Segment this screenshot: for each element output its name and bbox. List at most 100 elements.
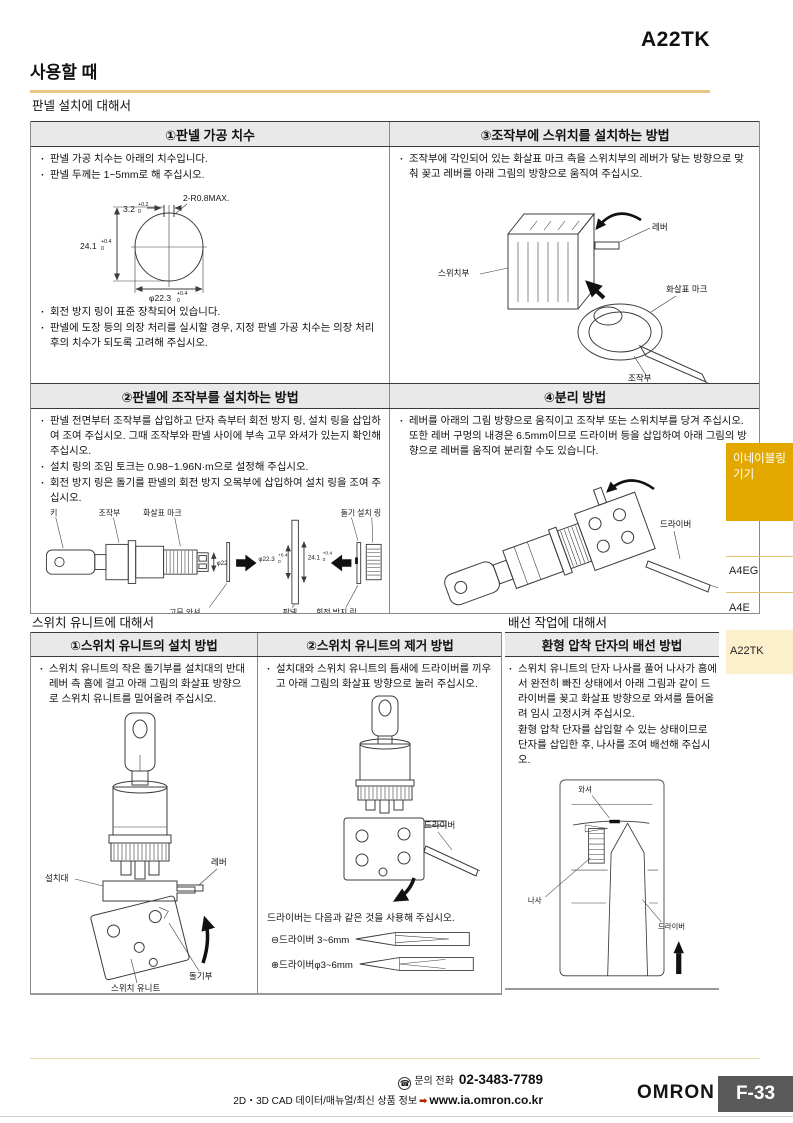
dim-hole-height: 24.1 <box>308 555 321 562</box>
paragraph: 환형 압착 단자를 삽입할 수 있는 상태이므로 단자를 삽입한 후, 나사를 … <box>518 725 711 767</box>
label-switch-part: 스위치부 <box>438 268 469 278</box>
cell-panel-cutout: 판넬 가공 치수는 아래의 치수입니다. 판넬 두께는 1~5mm로 해 주십시… <box>31 147 390 383</box>
wiring-section-title: 배선 작업에 대해서 <box>508 616 607 630</box>
dim-hole-dia: φ22.3 <box>258 557 275 564</box>
header-separate: ④분리 방법 <box>543 389 607 405</box>
ring-terminal-diagram: 와셔 나사 드라이버 <box>528 779 685 976</box>
page-title: A22TK <box>640 28 710 51</box>
bullet: 조작부에 각인되어 있는 화살표 마크 측을 스위치부의 레버가 닿는 방향으로… <box>398 152 752 182</box>
phone-number: 02-3483-7789 <box>458 1072 543 1087</box>
header-unit-install: ①스위치 유니트의 설치 방법 <box>31 633 258 656</box>
footer-info-text: 2D・3D CAD 데이터/매뉴얼/최신 상품 정보 <box>233 1096 418 1107</box>
phone-icon: ☎ <box>398 1077 412 1090</box>
sidebar-item-a4e[interactable]: A4E <box>729 602 750 614</box>
dim-height-tol-up: +0.4 <box>101 239 112 245</box>
attach-switch-diagram: 레버 스위치부 화살표 마크 조작부 <box>438 212 709 383</box>
dim-hole-tol-lo: 0 <box>278 559 281 565</box>
header-attach-switch: ③조작부에 스위치를 설치하는 방법 <box>480 127 670 143</box>
dim-notch-tol-lo: 0 <box>138 209 141 215</box>
bullet: 판넬 전면부터 조작부를 삽입하고 단자 측부터 회전 방지 링, 설치 링을 … <box>39 414 381 459</box>
arrow-icon: ➡ <box>419 1096 428 1107</box>
sidebar-category-enabling-devices[interactable]: 이네이블링 기기 <box>726 443 793 521</box>
driver-note: 드라이버는 다음과 같은 것을 사용해 주십시오. <box>267 913 455 925</box>
header-attach-operator: ②판넬에 조작부를 설치하는 방법 <box>31 384 390 408</box>
bullet: 회전 방지 링은 돌기를 판넬의 회전 방지 오목부에 삽입하여 설치 링을 조… <box>39 476 381 506</box>
label-arrow-mark: 화살표 마크 <box>143 509 182 518</box>
phillips-driver-icon <box>359 957 474 972</box>
label-projection: 돌기부 <box>189 971 213 981</box>
bullet: 회전 방지 링이 표준 장착되어 있습니다. <box>39 305 381 320</box>
bullet: 판넬 두께는 1~5mm로 해 주십시오. <box>39 168 381 183</box>
label-anti-rotation-ring: 회전 방지 링 <box>316 608 357 613</box>
header-unit-remove: ②스위치 유니트의 제거 방법 <box>306 639 454 653</box>
header-ring-terminal: 환형 압착 단자의 배선 방법 <box>505 632 719 657</box>
dim-radius: 2-R0.8MAX. <box>183 193 229 203</box>
dim-height-tol-lo: 0 <box>323 558 326 564</box>
dim-height-tol-lo: 0 <box>101 246 104 252</box>
cell-attach-switch: 조작부에 각인되어 있는 화살표 마크 측을 스위치부의 레버가 닿는 방향으로… <box>390 147 760 383</box>
dim-dia-tol-lo: 0 <box>177 298 180 303</box>
sidebar-item-a4eg[interactable]: A4EG <box>729 565 759 577</box>
dim-hole-tol-up: +0.4 <box>278 553 288 559</box>
bullet: 스위치 유니트의 작은 돌기부를 설치대의 반대 레버 측 홈에 걸고 아래 그… <box>38 662 250 707</box>
dim-notch: 3.2 <box>123 204 135 214</box>
label-lever: 레버 <box>211 857 227 867</box>
label-mount-ring: 설치 링 <box>357 508 381 518</box>
sidebar-item-a22tk[interactable]: A22TK <box>726 630 793 674</box>
footer-url[interactable]: www.ia.omron.co.kr <box>429 1093 543 1107</box>
bullet: 설치 링의 조임 토크는 0.98~1.96N·m으로 설정해 주십시오. <box>39 460 381 475</box>
label-rubber-washer: 고무 와셔 <box>169 608 200 613</box>
bullet: 판넬 가공 치수는 아래의 치수입니다. <box>39 152 381 167</box>
dim-thread-dia: φ22 <box>217 560 229 567</box>
label-projection: 돌기 <box>341 509 356 518</box>
unit-install-diagram: 설치대 레버 돌기부 스위치 유니트 <box>45 712 227 993</box>
cell-attach-operator: 판넬 전면부터 조작부를 삽입하고 단자 측부터 회전 방지 링, 설치 링을 … <box>31 409 390 613</box>
label-lever: 레버 <box>652 222 668 232</box>
wiring-panel: 환형 압착 단자의 배선 방법 스위치 유니트의 단자 나사를 풀어 나사가 홈… <box>505 632 719 990</box>
header-panel-cutout: ①판넬 가공 치수 <box>31 122 390 146</box>
exploded-view-diagram: 키 조작부 화살표 마크 돌기 설치 링 <box>45 508 382 613</box>
dim-height-tol-up: +0.4 <box>323 551 333 557</box>
flat-driver-icon <box>355 932 471 947</box>
switch-unit-table: ①스위치 유니트의 설치 방법 ②스위치 유니트의 제거 방법 스위치 유니트의… <box>30 632 502 995</box>
label-driver: 드라이버 <box>658 922 685 931</box>
page-number-badge: F-33 <box>718 1076 793 1112</box>
label-operator: 조작부 <box>99 508 121 518</box>
category-label-line2: 기기 <box>733 468 755 481</box>
omron-logo: OMRON <box>637 1082 715 1103</box>
panel-install-section-title: 판넬 설치에 대해서 <box>32 99 131 113</box>
flat-driver-label: ⊖드라이버 3~6mm <box>271 935 350 947</box>
sidebar-divider <box>726 556 793 557</box>
unit-section-title: 스위치 유니트에 대해서 <box>32 616 154 630</box>
phone-label: 문의 전화 <box>414 1076 454 1087</box>
bullet: 레버를 아래의 그림 방향으로 움직이고 조작부 또는 스위치부를 당겨 주십시… <box>398 414 752 459</box>
cell-separation: 레버를 아래의 그림 방향으로 움직이고 조작부 또는 스위치부를 당겨 주십시… <box>390 409 760 613</box>
cell-unit-remove: 설치대와 스위치 유니트의 틈새에 드라이버를 끼우고 아래 그림의 화살표 방… <box>258 657 502 993</box>
dim-diameter: φ22.3 <box>149 293 171 303</box>
label-operator: 조작부 <box>628 373 652 383</box>
panel-install-table: ①판넬 가공 치수 ③조작부에 스위치를 설치하는 방법 판넬 가공 치수는 아… <box>30 121 760 614</box>
section-heading-usage: 사용할 때 <box>30 58 710 93</box>
label-switch-unit: 스위치 유니트 <box>111 983 160 993</box>
category-label-line1: 이네이블링 <box>733 453 786 465</box>
label-driver: 드라이버 <box>424 820 455 830</box>
label-panel: 판넬 <box>283 609 298 613</box>
label-arrow-mark: 화살표 마크 <box>666 284 708 294</box>
label-key: 키 <box>50 509 57 518</box>
panel-cutout-diagram: 3.2 +0.2 0 2-R0.8MAX. 24.1 +0.4 0 φ22.3 … <box>80 193 229 303</box>
label-driver: 드라이버 <box>660 519 691 529</box>
page-bottom-rule <box>0 1116 793 1117</box>
dim-dia-tol-up: +0.4 <box>177 291 188 297</box>
bullet: 설치대와 스위치 유니트의 틈새에 드라이버를 끼우고 아래 그림의 화살표 방… <box>265 662 495 692</box>
label-mount-base: 설치대 <box>45 873 68 883</box>
bullet: 스위치 유니트의 단자 나사를 풀어 나사가 홈에서 완전히 빠진 상태에서 아… <box>507 662 717 722</box>
footer-contact: ☎문의 전화 02-3483-7789 2D・3D CAD 데이터/매뉴얼/최신 … <box>225 1072 543 1107</box>
dim-notch-tol-up: +0.2 <box>138 202 149 208</box>
footer-divider <box>30 1058 760 1059</box>
phillips-driver-label: ⊕드라이버φ3~6mm <box>271 960 353 972</box>
label-washer: 와셔 <box>578 785 592 794</box>
bullet: 판넬에 도장 등의 의장 처리를 실시할 경우, 지정 판넬 가공 치수는 의장… <box>39 321 381 351</box>
sidebar-divider <box>726 592 793 593</box>
label-screw: 나사 <box>528 896 542 905</box>
separation-diagram: 드라이버 <box>444 479 719 606</box>
